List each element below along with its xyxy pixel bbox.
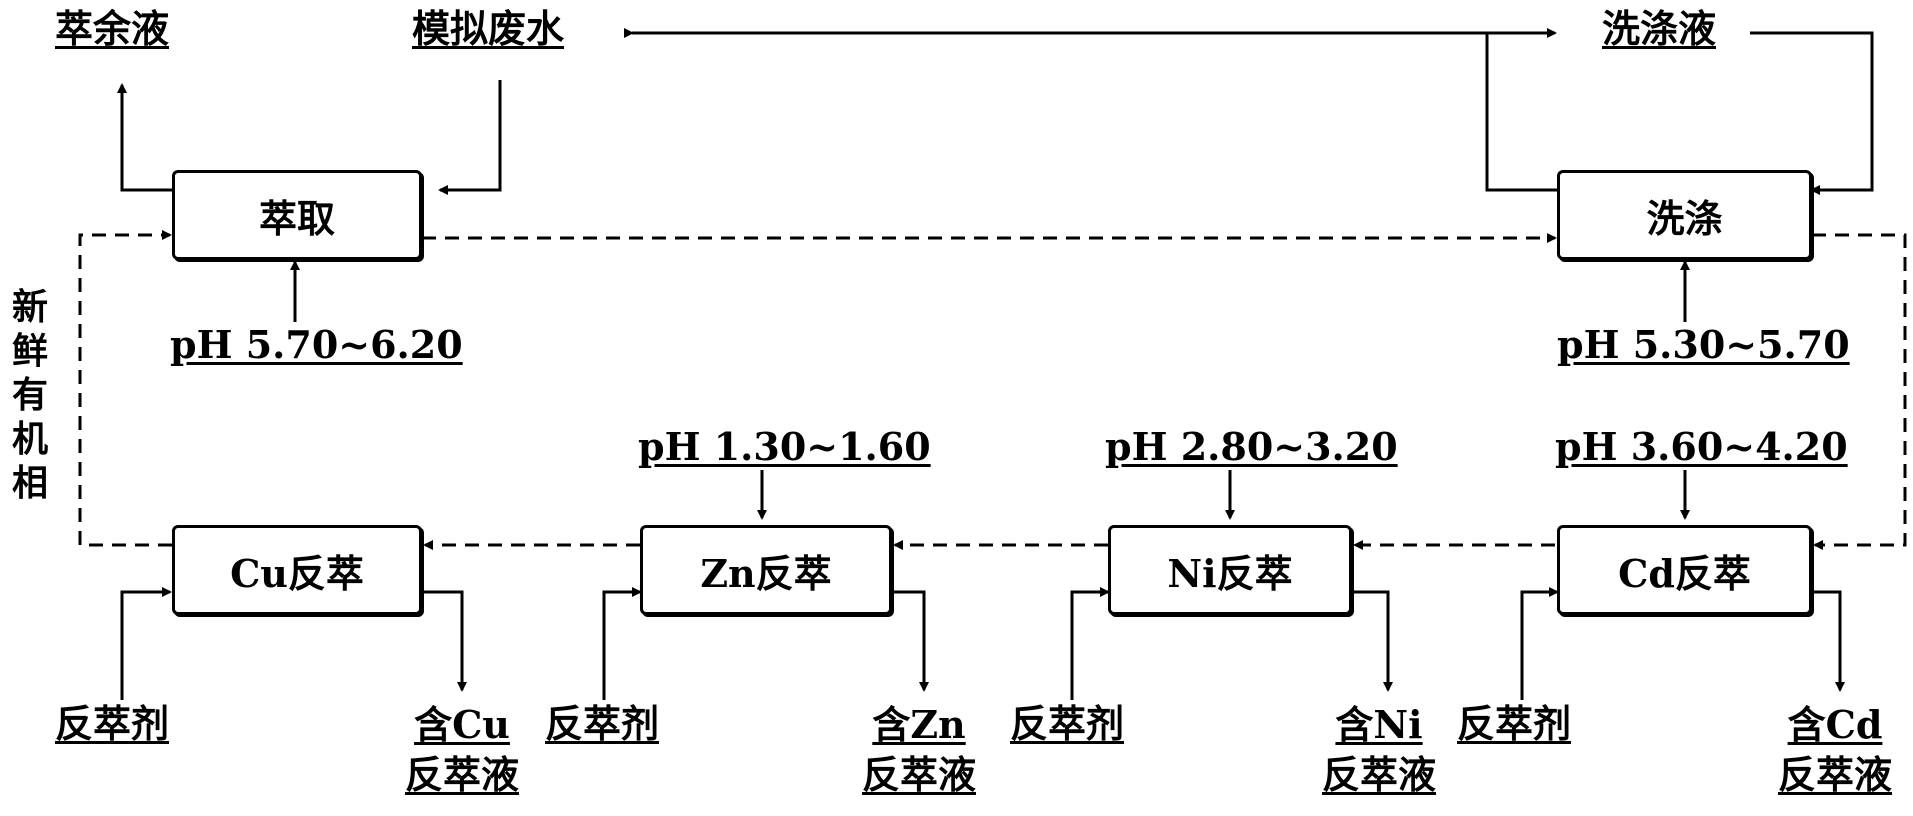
product-cd-line1: 含Cd (1787, 702, 1883, 747)
product-cu-line1: 含Cu (414, 702, 510, 747)
agent-zn-arrow (602, 587, 642, 700)
washing-liquid-arrow (1750, 31, 1874, 195)
raffinate-arrow (117, 83, 172, 192)
ph-ni-label: pH 2.80~3.20 (1105, 424, 1398, 469)
organic-wash-to-cd (1812, 233, 1907, 550)
ph-extraction-label: pH 5.70~6.20 (170, 322, 463, 367)
agent-ni-arrow (1070, 587, 1110, 700)
product-zn-line1: 含Zn (872, 702, 966, 747)
product-zn-line2: 反萃液 (862, 752, 977, 797)
agent-cu-label: 反萃剂 (55, 701, 170, 746)
product-cd-line2: 反萃液 (1778, 752, 1893, 797)
wastewater-label: 模拟废水 (412, 6, 565, 51)
organic-loop-left (78, 230, 172, 547)
ph-zn-label: pH 1.30~1.60 (638, 424, 931, 469)
fresh-organic-label: 新鲜有机相 (11, 286, 48, 504)
washing-liquid-label: 洗涤液 (1602, 6, 1717, 51)
agent-cd-label: 反萃剂 (1457, 701, 1572, 746)
product-ni-arrow (1352, 590, 1393, 692)
wash-return-line (1485, 33, 1557, 192)
washing-box: 洗涤 (1557, 170, 1812, 260)
raffinate-label: 萃余液 (55, 6, 170, 51)
cu-strip-box: Cu反萃 (172, 525, 422, 615)
product-cd-label: 含Cd 反萃液 (1778, 700, 1892, 800)
product-cd-arrow (1812, 590, 1845, 692)
product-cu-line2: 反萃液 (405, 752, 520, 797)
agent-ni-label: 反萃剂 (1010, 701, 1125, 746)
product-ni-line2: 反萃液 (1322, 752, 1437, 797)
cd-strip-box: Cd反萃 (1557, 525, 1812, 615)
ph-washing-label: pH 5.30~5.70 (1557, 322, 1850, 367)
product-cu-arrow (422, 590, 467, 692)
product-ni-line1: 含Ni (1335, 702, 1423, 747)
product-zn-label: 含Zn 反萃液 (862, 700, 976, 800)
extraction-box: 萃取 (172, 170, 422, 260)
product-ni-label: 含Ni 反萃液 (1322, 700, 1436, 800)
zn-strip-box: Zn反萃 (640, 525, 892, 615)
agent-cu-arrow (120, 587, 172, 700)
ni-strip-box: Ni反萃 (1108, 525, 1352, 615)
product-cu-label: 含Cu 反萃液 (405, 700, 519, 800)
agent-cd-arrow (1520, 587, 1559, 700)
wastewater-arrow (438, 80, 502, 195)
agent-zn-label: 反萃剂 (545, 701, 660, 746)
product-zn-arrow (892, 590, 929, 692)
ph-cd-label: pH 3.60~4.20 (1555, 424, 1848, 469)
